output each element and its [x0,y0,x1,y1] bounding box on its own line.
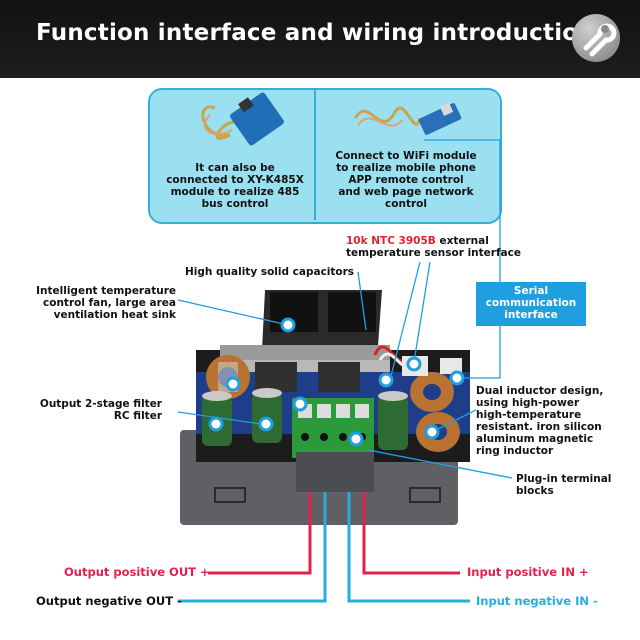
terminal-blocks-label: Plug-in terminal blocks [516,473,612,497]
wifi-description: Connect to WiFi module to realize mobile… [335,150,477,210]
terminal-block [292,398,374,458]
ntc-sensor-model: 10k NTC 3905B [346,235,436,247]
inductor-label: Dual inductor design, using high-power h… [476,385,604,457]
filter-label: Output 2-stage filter RC filter [39,398,162,422]
rs485-module-image [201,92,284,146]
info-box-divider [314,90,316,220]
wiring-lines [178,460,470,603]
input-negative-label: Input negative IN - [476,594,598,608]
rs485-description: It can also be connected to XY-K485X mod… [166,162,304,210]
fan-heatsink-label: Intelligent temperature control fan, lar… [36,285,176,321]
input-positive-label: Input positive IN + [467,565,589,579]
output-negative-label: Output negative OUT - [36,594,182,608]
serial-interface-label: Serial communication interface [476,282,586,326]
page-title: Function interface and wiring introducti… [36,20,595,46]
pointer-lines [177,139,513,479]
output-positive-label: Output positive OUT + [64,565,210,579]
capacitors-label: High quality solid capacitors [185,266,355,278]
header-bar: Function interface and wiring introducti… [0,0,640,78]
pointer-dots [208,317,465,447]
wifi-module-image [353,102,462,135]
wrench-icon [572,14,620,62]
